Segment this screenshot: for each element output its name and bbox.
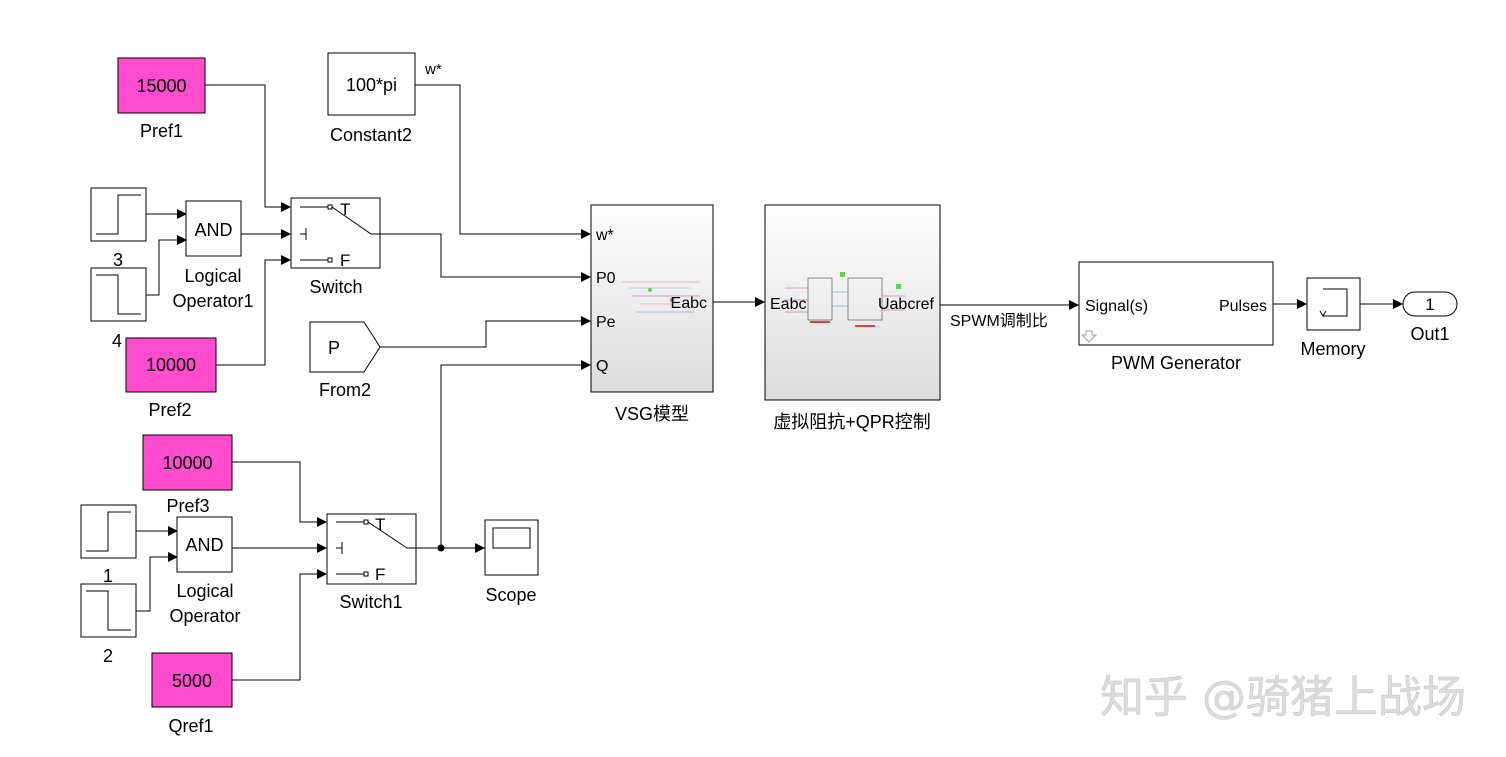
vsg-in-w: w* — [595, 227, 614, 244]
and0-op: AND — [185, 535, 223, 555]
pwm-generator[interactable]: Signal(s) Pulses PWM Generator — [1078, 261, 1274, 373]
qref1-value: 5000 — [172, 671, 212, 691]
qpr-label: 虚拟阻抗+QPR控制 — [773, 412, 931, 432]
wire-switch-vsg-p0[interactable] — [380, 233, 591, 282]
step-4[interactable]: 4 — [90, 267, 147, 351]
down-arrow-icon — [1080, 330, 1098, 343]
out1-label: Out1 — [1410, 324, 1449, 344]
logical-operator1[interactable]: AND Logical Operator1 — [172, 200, 254, 311]
pwm-out-pulses: Pulses — [1219, 298, 1267, 315]
vsg-subsystem[interactable]: w* P0 Pe Q Eabc VSG模型 — [590, 204, 714, 424]
qpr-out-uabcref: Uabcref — [878, 296, 935, 313]
constant2-label: Constant2 — [330, 125, 412, 145]
constant2-value: 100*pi — [346, 75, 397, 95]
step-2-label: 2 — [103, 646, 113, 666]
logical-operator[interactable]: AND Logical Operator — [169, 516, 241, 626]
outport-out1[interactable]: 1 Out1 — [1402, 291, 1458, 344]
constant2-signal-label: w* — [424, 61, 442, 78]
wire-pref1-switch[interactable] — [205, 84, 291, 212]
and1-op: AND — [194, 220, 232, 240]
wire-pref3-switch1[interactable] — [232, 461, 327, 527]
scope-label: Scope — [485, 585, 536, 605]
out1-port-number: 1 — [1425, 295, 1434, 314]
wire-pref2-switch[interactable] — [216, 255, 291, 366]
switch-label: Switch — [309, 277, 362, 297]
switch1-port-f: F — [375, 565, 385, 584]
memory-block[interactable]: Memory — [1300, 277, 1366, 359]
wire-from2-vsg-pe[interactable] — [380, 316, 591, 348]
step-1-label: 1 — [103, 566, 113, 586]
step-1[interactable]: 1 — [80, 504, 137, 586]
pwm-label: PWM Generator — [1111, 353, 1241, 373]
constant-pref2[interactable]: 10000 Pref2 — [125, 337, 217, 420]
from2-tag: P — [328, 338, 340, 358]
qref1-label: Qref1 — [168, 716, 213, 736]
step-3[interactable]: 3 — [90, 187, 147, 270]
qpr-inner-preview — [785, 272, 905, 327]
constant-pref1[interactable]: 15000 Pref1 — [117, 57, 206, 141]
step-3-label: 3 — [113, 250, 123, 270]
and1-label-1: Logical — [184, 266, 241, 286]
qpr-subsystem[interactable]: Eabc Uabcref 虚拟阻抗+QPR控制 — [764, 204, 941, 432]
memory-label: Memory — [1300, 339, 1365, 359]
and0-label-1: Logical — [176, 581, 233, 601]
pref1-label: Pref1 — [140, 121, 183, 141]
pref2-label: Pref2 — [148, 400, 191, 420]
wire-step2-and0[interactable] — [136, 552, 178, 612]
scope-block[interactable]: Scope — [484, 519, 539, 605]
switch1-block[interactable]: T F Switch1 — [326, 513, 417, 612]
step-2[interactable]: 2 — [80, 583, 137, 666]
vsg-label: VSG模型 — [615, 404, 689, 424]
switch-block[interactable]: T F Switch — [290, 197, 381, 297]
switch1-port-t: T — [375, 515, 385, 534]
spwm-signal-label: SPWM调制比 — [950, 312, 1048, 330]
wire-switch1-vsg-q[interactable] — [416, 360, 591, 549]
wire-qref1-switch1[interactable] — [232, 569, 327, 681]
and1-label-2: Operator1 — [172, 291, 253, 311]
pref3-value: 10000 — [162, 453, 212, 473]
wire-step4-and1[interactable] — [146, 235, 187, 296]
switch-port-t: T — [340, 200, 350, 219]
pref1-value: 15000 — [136, 76, 186, 96]
constant-qref1[interactable]: 5000 Qref1 — [151, 652, 233, 736]
vsg-in-q: Q — [596, 358, 608, 375]
vsg-inner-preview — [622, 281, 700, 313]
branch-point — [437, 544, 445, 552]
wire-constant2-vsg-w[interactable] — [415, 84, 591, 239]
and0-label-2: Operator — [169, 606, 240, 626]
signal-lines — [136, 84, 1403, 681]
switch-port-f: F — [340, 251, 350, 270]
watermark: 知乎 @骑猪上战场 — [1100, 672, 1466, 723]
vsg-out-eabc: Eabc — [671, 295, 707, 312]
pref2-value: 10000 — [146, 355, 196, 375]
switch1-label: Switch1 — [339, 592, 402, 612]
qpr-in-eabc: Eabc — [770, 296, 806, 313]
constant-constant2[interactable]: 100*pi Constant2 w* — [327, 52, 442, 145]
step-4-label: 4 — [112, 331, 122, 351]
from2-label: From2 — [319, 380, 371, 400]
pref3-label: Pref3 — [166, 496, 209, 516]
vsg-in-pe: Pe — [596, 314, 616, 331]
vsg-in-p0: P0 — [596, 270, 616, 287]
from2-block[interactable]: P From2 — [309, 321, 381, 400]
constant-pref3[interactable]: 10000 Pref3 — [142, 434, 233, 516]
pwm-in-signal: Signal(s) — [1085, 298, 1148, 315]
